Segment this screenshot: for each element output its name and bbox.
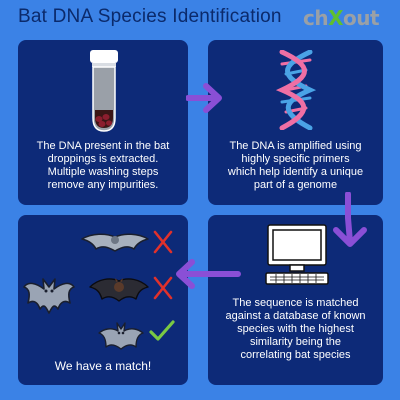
match-result-text: We have a match! bbox=[54, 359, 152, 373]
cross-icon bbox=[153, 276, 173, 300]
bat-icon bbox=[89, 278, 149, 302]
arrow-left-icon bbox=[176, 259, 241, 289]
cross-icon bbox=[153, 230, 173, 254]
arrow-down-icon bbox=[333, 192, 367, 247]
bat-icon bbox=[98, 322, 144, 350]
dna-helix-icon bbox=[275, 50, 317, 130]
step-extraction-panel: The DNA present in the bat droppings is … bbox=[18, 40, 188, 205]
bat-icon bbox=[81, 233, 149, 252]
computer-icon bbox=[265, 224, 329, 285]
logo-text: chXout bbox=[303, 6, 380, 30]
step-matching-text: The sequence is matched against a databa… bbox=[225, 297, 366, 361]
step-amplification-text: The DNA is amplified using highly specif… bbox=[227, 140, 364, 191]
test-tube-icon bbox=[90, 50, 118, 132]
chxout-logo: chXout bbox=[303, 2, 383, 34]
step-extraction-text: The DNA present in the bat droppings is … bbox=[36, 140, 170, 191]
check-icon bbox=[149, 320, 175, 341]
step-amplification-panel: The DNA is amplified using highly specif… bbox=[208, 40, 383, 205]
arrow-right-icon bbox=[186, 83, 222, 113]
page-title: Bat DNA Species Identification bbox=[18, 6, 282, 27]
step-match-panel: We have a match! bbox=[18, 215, 188, 385]
step-matching-panel: The sequence is matched against a databa… bbox=[208, 215, 383, 385]
bat-icon bbox=[23, 278, 75, 314]
